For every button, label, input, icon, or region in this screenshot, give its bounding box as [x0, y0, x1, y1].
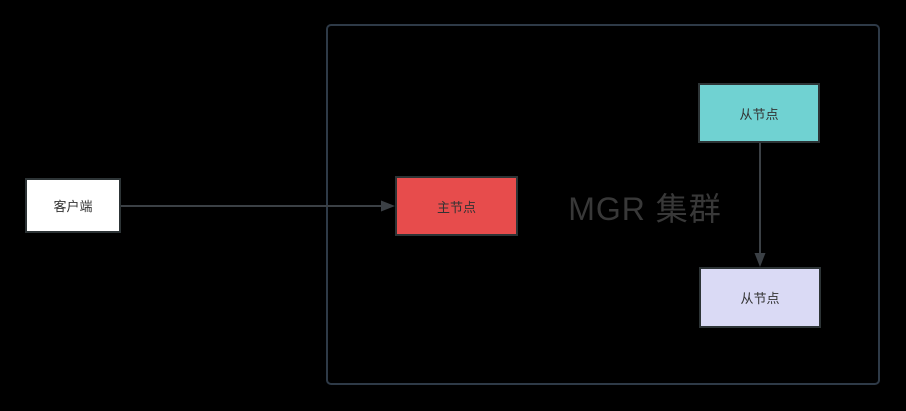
master-node-label: 主节点	[436, 199, 476, 215]
replica-top-node-label: 从节点	[739, 106, 779, 122]
master-node: 主节点	[395, 176, 518, 236]
mgr-cluster-container	[326, 24, 880, 385]
client-node: 客户端	[25, 178, 121, 233]
mgr-cluster-title: MGR 集群	[568, 191, 722, 227]
replica-top-node: 从节点	[698, 83, 820, 143]
replica-bottom-node: 从节点	[699, 267, 821, 328]
client-node-label: 客户端	[53, 199, 93, 214]
replica-bottom-node-label: 从节点	[740, 291, 780, 306]
